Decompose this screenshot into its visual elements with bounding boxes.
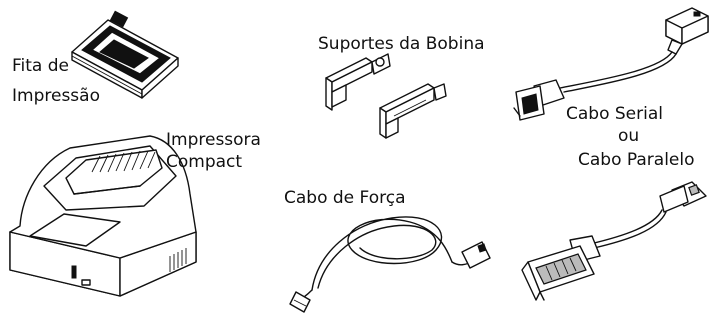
label-suportes: Suportes da Bobina (318, 34, 485, 54)
label-impressora-line2: Compact (166, 152, 243, 172)
label-cabo-serial: Cabo Serial (566, 104, 663, 124)
label-fita-line1: Fita de (12, 56, 70, 76)
spool-holders-icon (325, 53, 447, 139)
label-impressora-line1: Impressora (166, 130, 261, 150)
label-ou: ou (618, 126, 640, 146)
label-cabo-forca: Cabo de Força (284, 188, 406, 208)
parallel-cable-icon (521, 181, 707, 301)
label-fita-line2: Impressão (12, 86, 100, 106)
ribbon-cartridge-icon (71, 10, 179, 99)
power-cable-icon (289, 216, 491, 313)
serial-cable-icon (513, 7, 709, 121)
label-cabo-paralelo: Cabo Paralelo (578, 150, 695, 170)
printer-icon (9, 135, 197, 297)
